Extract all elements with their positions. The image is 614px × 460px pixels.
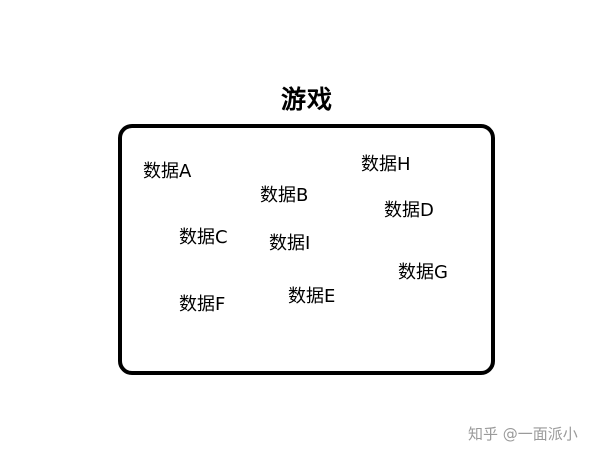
diagram-title: 游戏 — [280, 85, 333, 114]
game-container-box — [118, 124, 495, 375]
data-item-f: 数据F — [179, 294, 226, 315]
data-item-h: 数据H — [361, 154, 411, 175]
data-item-c: 数据C — [179, 227, 228, 248]
data-item-d: 数据D — [384, 200, 434, 221]
data-item-e: 数据E — [288, 286, 336, 307]
data-item-b: 数据B — [260, 185, 309, 206]
data-item-a: 数据A — [143, 161, 192, 182]
watermark-text: 知乎 @一面派小 — [468, 425, 578, 443]
data-item-i: 数据I — [269, 233, 311, 254]
data-item-g: 数据G — [398, 262, 448, 283]
